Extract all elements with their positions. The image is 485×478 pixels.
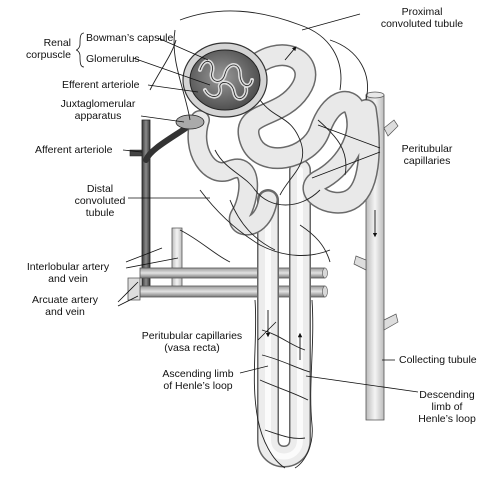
capillary-network: [149, 10, 368, 469]
flow-arrows: [265, 46, 303, 360]
label-ascending-limb: Ascending limb of Henle’s loop: [162, 368, 234, 392]
label-distal-convoluted-tubule: Distal convoluted tubule: [74, 183, 126, 219]
label-bowmans-capsule: Bowman’s capsule: [86, 32, 174, 44]
loop-of-henle: [257, 159, 311, 468]
label-afferent-arteriole: Afferent arteriole: [35, 144, 113, 156]
convoluted-tubules: [187, 44, 380, 236]
label-proximal-convoluted-tubule: Proximal convoluted tubule: [380, 6, 464, 30]
label-glomerulus: Glomerulus: [86, 53, 140, 65]
label-efferent-arteriole: Efferent arteriole: [62, 79, 140, 91]
label-peritubular-capillaries-vasa-recta: Peritubular capillaries (vasa recta): [141, 330, 243, 354]
renal-corpuscle: [175, 42, 268, 130]
leader-lines: [75, 13, 419, 393]
label-arcuate-artery-vein: Arcuate artery and vein: [32, 294, 98, 318]
label-peritubular-capillaries: Peritubular capillaries: [401, 143, 453, 167]
label-renal-corpuscle: Renal corpuscle: [26, 37, 71, 61]
arcuate-vessels: [127, 267, 328, 301]
label-interlobular-artery-vein: Interlobular artery and vein: [26, 261, 110, 285]
label-juxtaglomerular-apparatus: Juxtaglomerular apparatus: [60, 98, 136, 122]
label-collecting-tubule: Collecting tubule: [399, 354, 477, 366]
label-descending-limb: Descending limb of Henle’s loop: [418, 389, 476, 425]
interlobular-vessels: [129, 119, 189, 293]
